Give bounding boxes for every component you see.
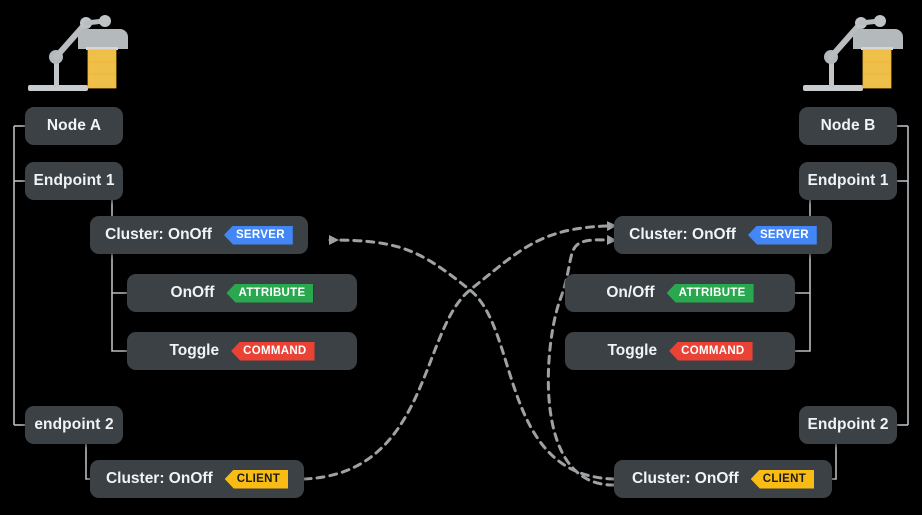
attribute-badge-right: ATTRIBUTE	[666, 283, 754, 303]
node-a-label: Node A	[46, 117, 102, 134]
left-endpoint-2-box[interactable]: endpoint 2	[25, 406, 123, 444]
right-command-label: Toggle	[607, 342, 658, 359]
left-endpoint-1-label: Endpoint 1	[33, 172, 115, 189]
right-cluster-server-box[interactable]: Cluster: OnOff SERVER	[614, 216, 832, 254]
node-b-box[interactable]: Node B	[799, 107, 897, 145]
right-attribute-row[interactable]: On/Off ATTRIBUTE	[565, 274, 795, 312]
node-a-box[interactable]: Node A	[25, 107, 123, 145]
left-attribute-row[interactable]: OnOff ATTRIBUTE	[127, 274, 357, 312]
left-attribute-label: OnOff	[170, 284, 215, 301]
left-cluster-client-box[interactable]: Cluster: OnOff CLIENT	[90, 460, 304, 498]
left-cluster-client-label: Cluster: OnOff	[105, 470, 213, 487]
client-badge-right: CLIENT	[750, 469, 815, 489]
left-endpoint-2-label: endpoint 2	[34, 416, 114, 433]
command-badge-left: COMMAND	[231, 341, 315, 361]
node-b-label: Node B	[820, 117, 876, 134]
right-attribute-label: On/Off	[606, 284, 655, 301]
server-badge-left: SERVER	[223, 225, 293, 245]
server-badge-right: SERVER	[747, 225, 817, 245]
right-cluster-client-box[interactable]: Cluster: OnOff CLIENT	[614, 460, 832, 498]
left-cluster-server-label: Cluster: OnOff	[105, 226, 212, 243]
right-cluster-server-label: Cluster: OnOff	[629, 226, 736, 243]
left-command-label: Toggle	[169, 342, 220, 359]
attribute-badge-left: ATTRIBUTE	[226, 283, 314, 303]
right-command-row[interactable]: Toggle COMMAND	[565, 332, 795, 370]
client-badge-left: CLIENT	[224, 469, 289, 489]
left-command-row[interactable]: Toggle COMMAND	[127, 332, 357, 370]
right-endpoint-1-label: Endpoint 1	[807, 172, 889, 189]
desk-lamp-icon-right	[795, 5, 903, 97]
command-badge-right: COMMAND	[669, 341, 753, 361]
left-endpoint-1-box[interactable]: Endpoint 1	[25, 162, 123, 200]
desk-lamp-icon-left	[20, 5, 128, 97]
right-endpoint-1-box[interactable]: Endpoint 1	[799, 162, 897, 200]
right-endpoint-2-box[interactable]: Endpoint 2	[799, 406, 897, 444]
right-cluster-client-label: Cluster: OnOff	[631, 470, 739, 487]
right-endpoint-2-label: Endpoint 2	[807, 416, 889, 433]
left-cluster-server-box[interactable]: Cluster: OnOff SERVER	[90, 216, 308, 254]
